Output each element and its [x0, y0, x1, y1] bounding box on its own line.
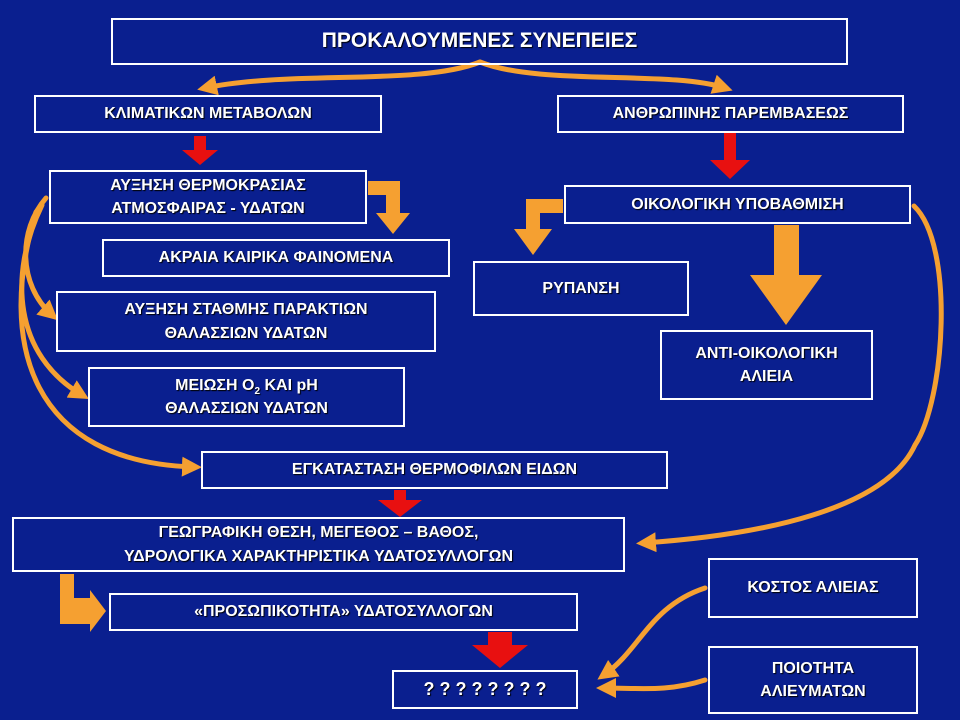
anti-ecological-line1: ΑΝΤΙ-ΟΙΚΟΛΟΓΙΚΗ	[695, 344, 838, 362]
title-text: ΠΡΟΚΑΛΟΥΜΕΝΕΣ ΣΥΝΕΠΕΙΕΣ	[321, 29, 638, 53]
oxygen-subscript: 2	[254, 386, 261, 397]
orange-arrow-ecological-to-pollution	[514, 199, 563, 255]
unknown-outcome-text: ? ? ? ? ? ? ? ?	[423, 679, 547, 700]
curve-ecological-to-geography	[636, 203, 944, 553]
temperature-line1: ΑΥΞΗΣΗ ΘΕΡΜΟΚΡΑΣΙΑΣ	[110, 176, 306, 194]
oxygen-line1-b: ΚΑΙ pH	[260, 376, 318, 394]
fishing-cost-text: ΚΟΣΤΟΣ ΑΛΙΕΙΑΣ	[747, 579, 879, 597]
anti-ecological-fishing-box: ΑΝΤΙ-ΟΙΚΟΛΟΓΙΚΗ ΑΛΙΕΙΑ	[660, 330, 873, 400]
human-intervention-text: ΑΝΘΡΩΠΙΝΗΣ ΠΑΡΕΜΒΑΣΕΩΣ	[612, 105, 849, 123]
geography-line1: ΓΕΩΓΡΑΦΙΚΗ ΘΕΣΗ, ΜΕΓΕΘΟΣ – ΒΑΘΟΣ,	[158, 524, 479, 542]
personality-text: «ΠΡΟΣΩΠΙΚΟΤΗΤΑ» ΥΔΑΤΟΣΥΛΛΟΓΩΝ	[194, 603, 493, 621]
oxygen-line1-a: ΜΕΙΩΣΗ Ο	[175, 376, 255, 394]
oxygen-line1: ΜΕΙΩΣΗ Ο2 ΚΑΙ pH	[165, 374, 328, 397]
thermophilic-species-text: ΕΓΚΑΤΑΣΤΑΣΗ ΘΕΡΜΟΦΙΛΩΝ ΕΙΔΩΝ	[291, 461, 578, 479]
red-arrow-human-to-ecological	[710, 133, 750, 179]
temperature-line2: ΑΤΜΟΣΦΑΙΡΑΣ - ΥΔΑΤΩΝ	[111, 200, 305, 217]
climate-changes-text: ΚΛΙΜΑΤΙΚΩΝ ΜΕΤΑΒΟΛΩΝ	[104, 105, 312, 123]
ecological-degradation-box: ΟΙΚΟΛΟΓΙΚΗ ΥΠΟΒΑΘΜΙΣΗ	[564, 185, 911, 224]
curve-title-to-human	[477, 59, 733, 94]
extreme-weather-box: ΑΚΡΑΙΑ ΚΑΙΡΙΚΑ ΦΑΙΝΟΜΕΝΑ	[102, 239, 450, 277]
climate-changes-box: ΚΛΙΜΑΤΙΚΩΝ ΜΕΤΑΒΟΛΩΝ	[34, 95, 382, 133]
fish-quality-line1: ΠΟΙΟΤΗΤΑ	[771, 659, 855, 677]
oxygen-line2: ΘΑΛΑΣΣΙΩΝ ΥΔΑΤΩΝ	[165, 400, 328, 417]
sea-level-line2: ΘΑΛΑΣΣΙΩΝ ΥΔΑΤΩΝ	[164, 324, 328, 342]
sea-level-line1: ΑΥΞΗΣΗ ΣΤΑΘΜΗΣ ΠΑΡΑΚΤΙΩΝ	[124, 301, 368, 319]
orange-arrow-ecological-to-fishing	[750, 225, 822, 325]
geography-line2: ΥΔΡΟΛΟΓΙΚΑ ΧΑΡΑΚΤΗΡΙΣΤΙΚΑ ΥΔΑΤΟΣΥΛΛΟΓΩΝ	[123, 547, 514, 565]
fish-quality-line2: ΑΛΙΕΥΜΑΤΩΝ	[760, 683, 866, 700]
orange-arrow-temperature-to-extreme	[368, 181, 410, 234]
anti-ecological-line2: ΑΛΙΕΙΑ	[739, 368, 794, 385]
personality-box: «ΠΡΟΣΩΠΙΚΟΤΗΤΑ» ΥΔΑΤΟΣΥΛΛΟΓΩΝ	[109, 593, 578, 631]
ecological-degradation-text: ΟΙΚΟΛΟΓΙΚΗ ΥΠΟΒΑΘΜΙΣΗ	[631, 195, 844, 213]
temperature-increase-box: ΑΥΞΗΣΗ ΘΕΡΜΟΚΡΑΣΙΑΣ ΑΤΜΟΣΦΑΙΡΑΣ - ΥΔΑΤΩΝ	[49, 170, 367, 224]
curve-quality-to-unknown	[596, 677, 708, 699]
red-arrow-climate-to-temperature	[182, 136, 218, 165]
curve-cost-to-unknown	[597, 585, 708, 680]
fish-quality-box: ΠΟΙΟΤΗΤΑ ΑΛΙΕΥΜΑΤΩΝ	[708, 646, 918, 714]
orange-arrow-geography-to-personality	[60, 574, 106, 632]
curve-title-to-climate	[197, 59, 483, 96]
extreme-weather-text: ΑΚΡΑΙΑ ΚΑΙΡΙΚΑ ΦΑΙΝΟΜΕΝΑ	[158, 249, 394, 267]
oxygen-ph-decrease-box: ΜΕΙΩΣΗ Ο2 ΚΑΙ pH ΘΑΛΑΣΣΙΩΝ ΥΔΑΤΩΝ	[88, 367, 405, 427]
thermophilic-species-box: ΕΓΚΑΤΑΣΤΑΣΗ ΘΕΡΜΟΦΙΛΩΝ ΕΙΔΩΝ	[201, 451, 668, 489]
fishing-cost-box: ΚΟΣΤΟΣ ΑΛΙΕΙΑΣ	[708, 558, 918, 618]
geography-hydrology-box: ΓΕΩΓΡΑΦΙΚΗ ΘΕΣΗ, ΜΕΓΕΘΟΣ – ΒΑΘΟΣ, ΥΔΡΟΛΟ…	[12, 517, 625, 572]
curve-temperature-to-thermophilic	[18, 209, 202, 477]
unknown-outcome-box: ? ? ? ? ? ? ? ?	[392, 670, 578, 709]
sea-level-rise-box: ΑΥΞΗΣΗ ΣΤΑΘΜΗΣ ΠΑΡΑΚΤΙΩΝ ΘΑΛΑΣΣΙΩΝ ΥΔΑΤΩ…	[56, 291, 436, 352]
pollution-box: ΡΥΠΑΝΣΗ	[473, 261, 689, 316]
red-arrow-thermophilic-to-geography	[378, 490, 422, 517]
title-box: ΠΡΟΚΑΛΟΥΜΕΝΕΣ ΣΥΝΕΠΕΙΕΣ	[111, 18, 848, 65]
pollution-text: ΡΥΠΑΝΣΗ	[542, 279, 620, 297]
red-arrow-personality-to-unknown	[472, 632, 528, 668]
human-intervention-box: ΑΝΘΡΩΠΙΝΗΣ ΠΑΡΕΜΒΑΣΕΩΣ	[557, 95, 904, 133]
